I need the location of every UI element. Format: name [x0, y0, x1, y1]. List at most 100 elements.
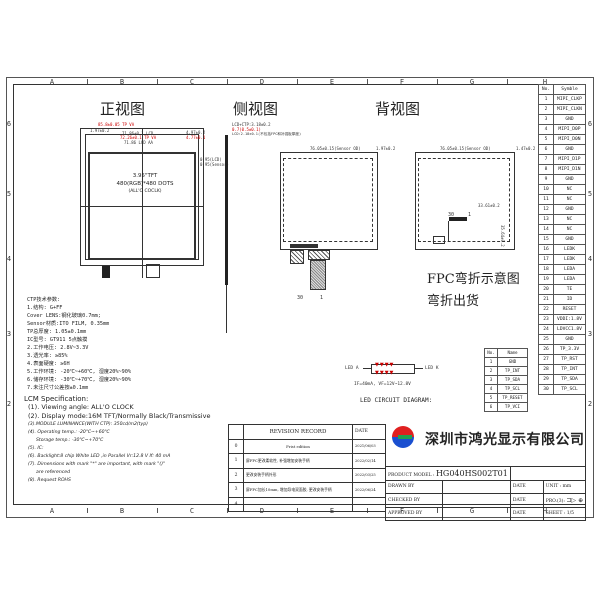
pin-symbol: GND: [553, 144, 586, 155]
ctp-spec-line: 6.储存环境: -30℃~+70℃, 湿度20%~90%: [27, 377, 131, 383]
dim-label: 4.97±0.2: [186, 130, 206, 135]
tp-pin-name: TP_RESET: [497, 393, 528, 403]
checked-by-label: CHECKED BY: [384, 493, 444, 508]
column-label: D: [259, 78, 265, 86]
pin-number: 4: [538, 124, 554, 135]
dim-label: 76.05±0.15(Sensor OD): [310, 146, 361, 151]
ctp-spec-line: 2.工作电压: 2.8V~3.3V: [27, 345, 89, 351]
column-label: B: [119, 507, 125, 515]
led-circuit-title: LED CIRCUIT DIAGRAM:: [360, 397, 433, 404]
ctp-spec-line: 4.表面硬度: ≥6H: [27, 361, 70, 367]
fpc-bend-note: 弯折出货: [427, 294, 480, 309]
row-label: 5: [587, 190, 593, 198]
viewing-label: (ALL'O COCLK): [128, 189, 162, 194]
product-model-label: PRODUCT MODEL :: [388, 472, 435, 478]
dim-label: 1.97±0.2: [90, 128, 110, 133]
ctp-spec-line: TP总厚度: 1.05±0.1mm: [27, 329, 87, 335]
pin-number: 26: [538, 344, 554, 355]
lcm-specs: LCM Specification: (1). Viewing angle: A…: [24, 395, 210, 485]
lcm-spec-line: (2). Display mode:16M TFT/Normally Black…: [28, 412, 211, 420]
revision-date: 2022/06/24: [352, 482, 386, 498]
lcm-spec-line: (5). IC:: [28, 446, 44, 451]
logo-icon: [392, 426, 414, 448]
dim-label: 0.7(0.5±0.1): [232, 127, 261, 132]
fpc-bend-title: FPC弯折示意图: [427, 272, 520, 287]
revision-number: 0: [228, 438, 244, 454]
dim-label: 72.26±0.1 TP VA: [120, 135, 157, 140]
dim-label: 1.97±0.2: [376, 146, 396, 151]
lcm-spec-line: (7). Dimensions with mark "*" are import…: [28, 462, 166, 467]
front-view-title: 正视图: [100, 100, 146, 118]
projection-symbol-icon: ⊐▷ ⊕: [566, 496, 583, 504]
pin-number: 7: [538, 154, 554, 165]
checked-by-value: [442, 493, 511, 508]
drawn-by-value: [442, 479, 511, 494]
sheet-label: SHEET : 1/5: [542, 506, 587, 521]
row-label: 4: [6, 255, 12, 263]
pin-symbol: RESET: [553, 304, 586, 315]
pin-symbol: NC: [553, 194, 586, 205]
tp-pin-name: TP_INT: [497, 366, 528, 376]
ctp-spec-line: 1.结构: G+FF: [27, 305, 63, 311]
led-cathode-label: LED K: [425, 366, 439, 371]
column-label: A: [49, 507, 55, 515]
pin-symbol: VDDI:1.8V: [553, 314, 586, 325]
side-view-profile: [225, 135, 228, 285]
zone-tick: [227, 79, 228, 84]
pin-number: 1: [538, 94, 554, 105]
ctp-spec-line: Cover LENS:钢化玻璃0.7mm;: [27, 313, 101, 319]
pin-symbol: GND: [553, 114, 586, 125]
company-name: 深圳市鸿光显示有限公司: [425, 432, 585, 448]
pin-symbol: LDVCC1.8V: [553, 324, 586, 335]
pin-number: 17: [538, 254, 554, 265]
revision-number: 1: [228, 453, 244, 469]
pin-symbol: TP_SDA: [553, 374, 586, 385]
revision-date: 2022/03/25: [352, 467, 386, 483]
projection-label: PRO.(3):: [545, 498, 565, 504]
dim-label: 0.95(LCD): [200, 157, 222, 162]
dim-label: 4.77±0.1: [186, 135, 206, 140]
zone-tick: [227, 508, 228, 513]
drawing-outer-frame: [6, 77, 594, 518]
zone-tick: [437, 79, 438, 84]
fpc-pin-label: 1: [320, 295, 324, 301]
pin-symbol: MIPI_CLKN: [553, 104, 586, 115]
row-label: 5: [6, 190, 12, 198]
revision-date: [352, 496, 386, 512]
column-label: E: [329, 78, 335, 86]
zone-tick: [157, 508, 158, 513]
row-label: 2: [6, 400, 12, 408]
side-view-title: 侧视图: [233, 100, 279, 118]
pin-number: 20: [538, 284, 554, 295]
company-logo: [390, 424, 416, 450]
pin-number: 3: [538, 114, 554, 125]
column-label: B: [119, 78, 125, 86]
dim-label: 71.86 LCD AA: [124, 140, 153, 145]
row-label: 6: [587, 120, 593, 128]
zone-tick: [367, 79, 368, 84]
row-label: 3: [587, 330, 593, 338]
ctp-spec-line: Sensor材质:ITO FILM, 0.35mm: [27, 321, 110, 327]
tp-pin-name: TP_SCL: [497, 384, 528, 394]
approved-by-value: [442, 506, 511, 521]
revision-number: 2: [228, 467, 244, 483]
lcm-spec-line: (8). Request ROHS: [28, 478, 71, 483]
pin-symbol: MIPI_CLKP: [553, 94, 586, 105]
row-label: 3: [6, 330, 12, 338]
tp-pin-number: 3: [484, 375, 498, 385]
tp-pin-number: 2: [484, 366, 498, 376]
pin-symbol: LEDK: [553, 244, 586, 255]
